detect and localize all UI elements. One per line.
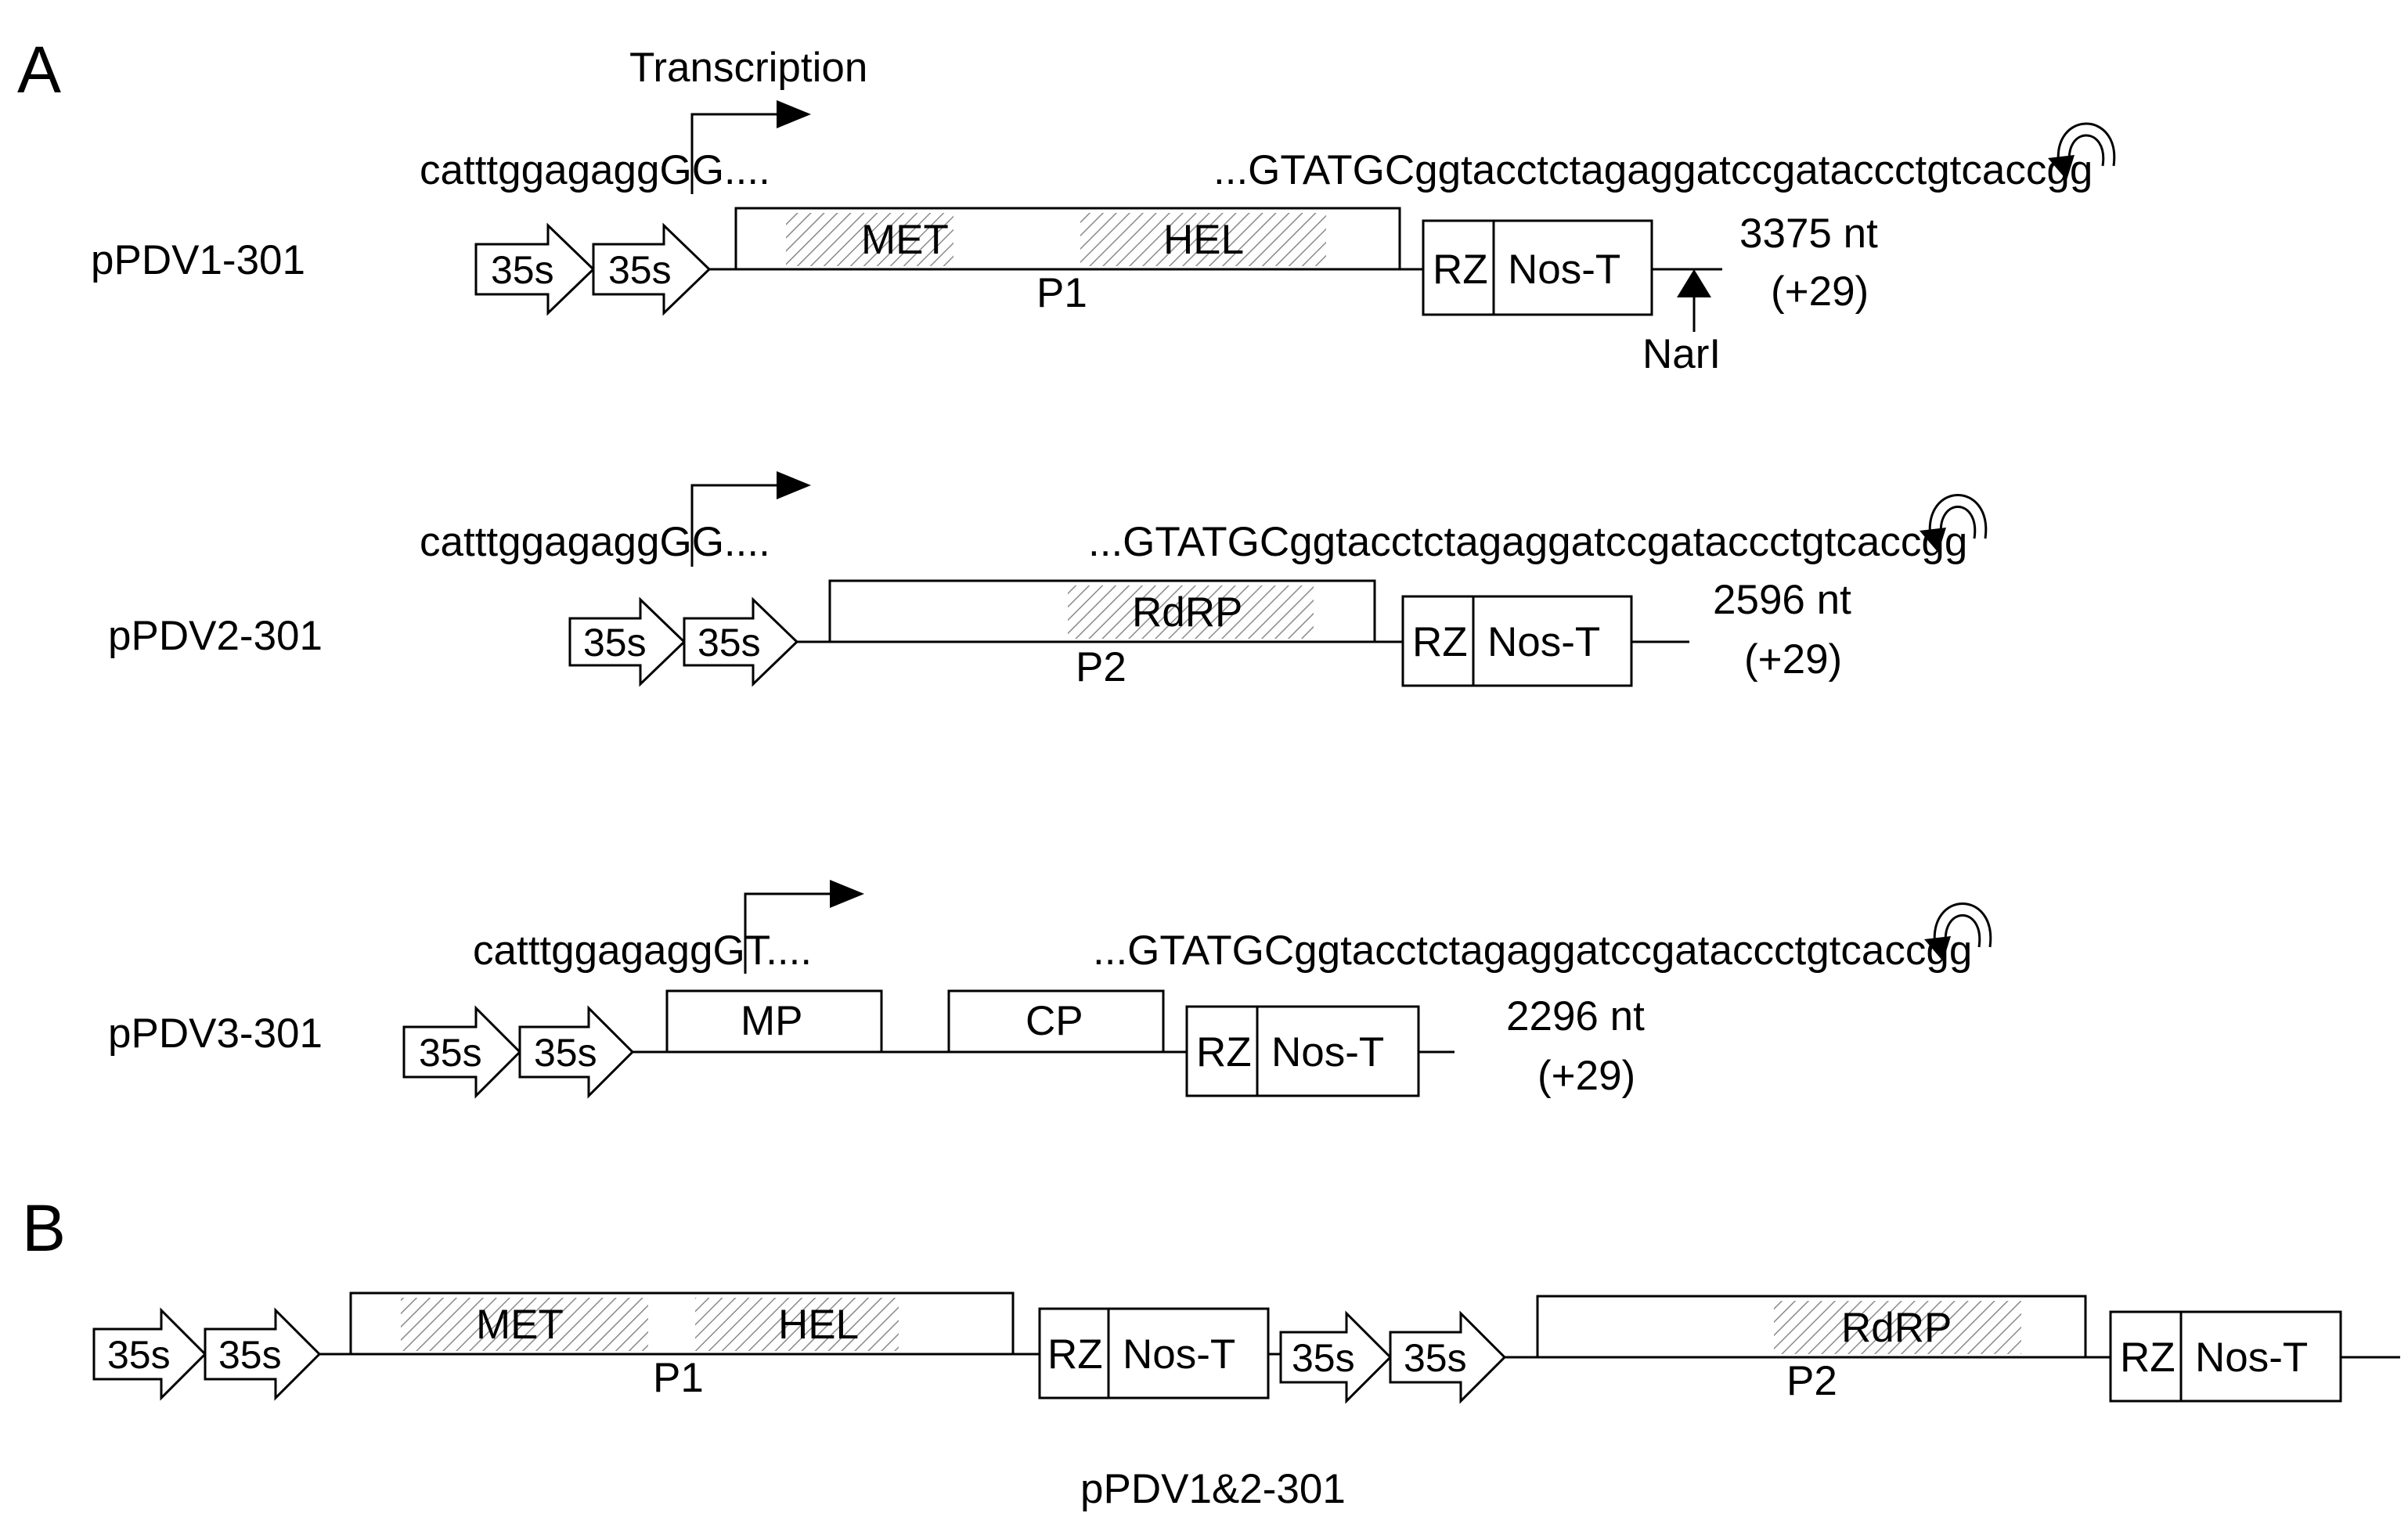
promoter-35s-2: 35s: [518, 1005, 635, 1099]
svg-text:35s: 35s: [583, 621, 647, 665]
gene-met: MET: [861, 217, 949, 263]
terminator-label: Nos-T: [1487, 619, 1600, 665]
hel-domain-hatch: [1080, 213, 1326, 266]
orf-p2-label: P2: [1786, 1358, 1837, 1404]
transcription-start-arrow: [690, 484, 780, 567]
sequence-start: catttggagaggGT....: [473, 928, 812, 974]
transcription-label: Transcription: [629, 45, 867, 91]
promoter-35s-1: 35s: [92, 1307, 207, 1401]
gene-hel: HEL: [1163, 217, 1244, 263]
construct-pPDV3-301: catttggagaggGT.... ...GTATGCggtacctctaga…: [108, 880, 1992, 1099]
ribozyme-label: RZ: [1433, 247, 1488, 293]
promoter-35s-1: 35s: [568, 596, 687, 687]
construct-length: 2596 nt: [1713, 577, 1851, 623]
svg-text:35s: 35s: [419, 1031, 482, 1075]
terminator-box-1: [1107, 1307, 1270, 1400]
ribozyme-box-2: [2109, 1310, 2183, 1403]
hel-domain-hatch: [695, 1298, 899, 1351]
ribozyme-box-1: [1038, 1307, 1110, 1400]
construct-name: pPDV1-301: [91, 237, 305, 283]
cleavage-loop-arrow: [2057, 122, 2116, 167]
svg-text:35s: 35s: [491, 248, 554, 292]
promoter-35s-3: 35s: [1279, 1310, 1393, 1404]
gene-cp: CP: [1026, 998, 1083, 1044]
sequence-end: ...GTATGCggtacctctagaggatccgataccctgtcac…: [1093, 928, 1972, 974]
terminator-box: [1492, 219, 1653, 316]
svg-text:35s: 35s: [534, 1031, 597, 1075]
met-domain-hatch: [401, 1298, 648, 1351]
gene-rdrp: RdRP: [1132, 589, 1242, 636]
construct-name: pPDV2-301: [108, 613, 323, 659]
ribozyme-label-1: RZ: [1047, 1331, 1103, 1378]
construct-name: pPDV3-301: [108, 1010, 323, 1057]
narI-site-arrowhead: [1677, 269, 1711, 297]
transcription-arrowhead: [830, 880, 864, 908]
promoter-35s-4: 35s: [1389, 1310, 1507, 1404]
rdrp-domain-hatch: [1774, 1301, 2021, 1354]
ribozyme-label: RZ: [1196, 1029, 1252, 1075]
sequence-end: ...GTATGCggtacctctagaggatccgataccctgtcac…: [1213, 147, 2093, 193]
transcription-start-arrow: [690, 113, 780, 194]
cleavage-loop-arrow: [1928, 494, 1988, 539]
construct-pPDV2-301: catttggagaggGG.... ...GTATGCggtacctctaga…: [108, 471, 1988, 690]
gene-met: MET: [476, 1302, 564, 1348]
svg-text:35s: 35s: [608, 248, 672, 292]
construct-length: 3375 nt: [1739, 211, 1878, 257]
panel-label-b: B: [22, 1191, 66, 1265]
promoter-35s-1: 35s: [474, 222, 596, 316]
terminator-box: [1472, 595, 1633, 687]
promoter-35s-2: 35s: [204, 1307, 322, 1401]
promoter-35s-2: 35s: [683, 596, 799, 687]
cleavage-arrowhead: [2048, 155, 2075, 180]
sequence-start: catttggagaggGG....: [420, 147, 770, 193]
cleavage-loop-arrow-inner: [1939, 506, 1977, 539]
construct-pPDV1-2-301: 35s 35s MET HEL P1 RZ Nos-T 35s 35s Rd: [92, 1291, 2400, 1512]
terminator-label: Nos-T: [1271, 1029, 1384, 1075]
gene-cp-box: [947, 989, 1165, 1054]
cleavage-loop-arrow: [1933, 902, 1992, 948]
orf-p2-label: P2: [1076, 644, 1126, 690]
ribozyme-label: RZ: [1412, 619, 1468, 665]
cleavage-arrowhead: [1920, 528, 1946, 553]
sequence-end: ...GTATGCggtacctctagaggatccgataccctgtcac…: [1088, 519, 1967, 565]
panel-label-a: A: [17, 33, 61, 106]
construct-name: pPDV1&2-301: [1080, 1466, 1346, 1512]
transcription-arrowhead: [777, 100, 811, 128]
svg-text:35s: 35s: [698, 621, 761, 665]
svg-text:35s: 35s: [1292, 1336, 1355, 1380]
ribozyme-box: [1401, 595, 1475, 687]
orf-p1-label: P1: [653, 1355, 704, 1401]
cleavage-loop-arrow-inner: [1944, 914, 1981, 948]
cleavage-arrowhead: [1924, 936, 1951, 961]
construct-extra: (+29): [1771, 268, 1869, 315]
construct-length: 2296 nt: [1506, 993, 1645, 1039]
construct-pPDV1-301: Transcription catttggagaggGG.... ...GTAT…: [91, 45, 2116, 377]
ribozyme-label-2: RZ: [2120, 1335, 2175, 1381]
transcription-start-arrow: [744, 892, 833, 974]
terminator-label-1: Nos-T: [1123, 1331, 1235, 1378]
promoter-35s-2: 35s: [592, 222, 712, 316]
svg-text:35s: 35s: [107, 1333, 171, 1377]
terminator-label-2: Nos-T: [2195, 1335, 2308, 1381]
construct-extra: (+29): [1537, 1053, 1635, 1099]
cleavage-loop-arrow-inner: [2067, 134, 2105, 167]
promoter-35s-1: 35s: [402, 1005, 522, 1099]
terminator-label: Nos-T: [1508, 247, 1620, 293]
met-domain-hatch: [786, 213, 953, 266]
gene-rdrp: RdRP: [1841, 1305, 1952, 1351]
sequence-start: catttggagaggGG....: [420, 519, 770, 565]
orf-p1-label: P1: [1036, 270, 1087, 316]
gene-mp-box: [665, 989, 883, 1054]
rdrp-domain-hatch: [1068, 585, 1314, 639]
svg-text:35s: 35s: [218, 1333, 282, 1377]
gene-mp: MP: [741, 998, 803, 1044]
transcription-arrowhead: [777, 471, 811, 499]
narI-label: NarI: [1642, 331, 1721, 377]
svg-text:35s: 35s: [1404, 1336, 1467, 1380]
construct-extra: (+29): [1744, 636, 1842, 683]
gene-hel: HEL: [778, 1302, 859, 1348]
